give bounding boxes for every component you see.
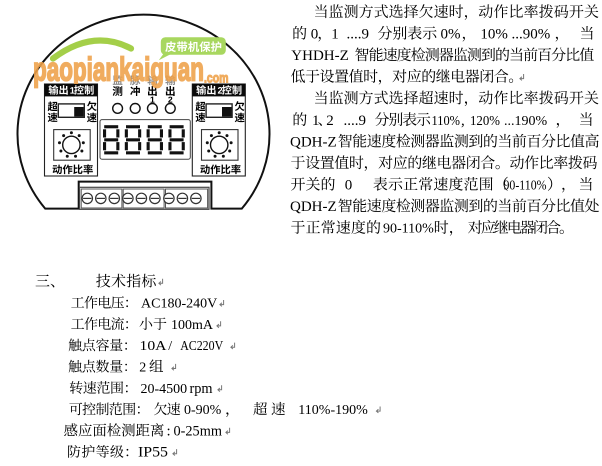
svg-text:1: 1 [312,113,320,129]
svg-text:0-25mm: 0-25mm [174,423,222,439]
svg-text:10A: 10A [140,339,168,354]
svg-text:2: 2 [139,361,146,376]
svg-text::: : [167,423,171,439]
svg-text:120%: 120% [470,114,500,129]
svg-text:/: / [168,339,172,354]
svg-text:.com: .com [204,71,229,86]
svg-text:20-4500: 20-4500 [141,382,188,397]
svg-text:YHDH-Z: YHDH-Z [291,48,349,64]
svg-text:rpm: rpm [190,381,213,397]
svg-text:,: , [461,113,465,129]
svg-text:110%-190%: 110%-190% [298,403,368,418]
svg-text:110%: 110% [432,114,461,129]
svg-text:....9: ....9 [344,113,367,129]
svg-text:AC220V: AC220V [180,339,223,354]
svg-text:10%: 10% [480,27,508,43]
svg-text:90-110%: 90-110% [504,179,547,194]
svg-text:90-110%: 90-110% [383,222,434,237]
svg-text:...190%: ...190% [504,114,548,129]
svg-text:0: 0 [311,27,319,43]
svg-text:100mA: 100mA [171,318,214,333]
svg-text:0%: 0% [441,27,461,43]
svg-text:QDH-Z: QDH-Z [290,134,337,150]
svg-text:....9: ....9 [347,27,370,43]
svg-text:0-90%: 0-90% [184,403,222,418]
svg-text:IP55: IP55 [138,445,168,461]
svg-text:AC180-240V: AC180-240V [141,297,217,312]
svg-text:0: 0 [345,178,353,194]
svg-text:2: 2 [326,113,334,129]
svg-text:paopiankaiguan: paopiankaiguan [33,52,204,89]
svg-text:QDH-Z: QDH-Z [290,199,337,215]
svg-text:...90%: ...90% [512,27,551,43]
svg-text:1: 1 [331,27,339,43]
